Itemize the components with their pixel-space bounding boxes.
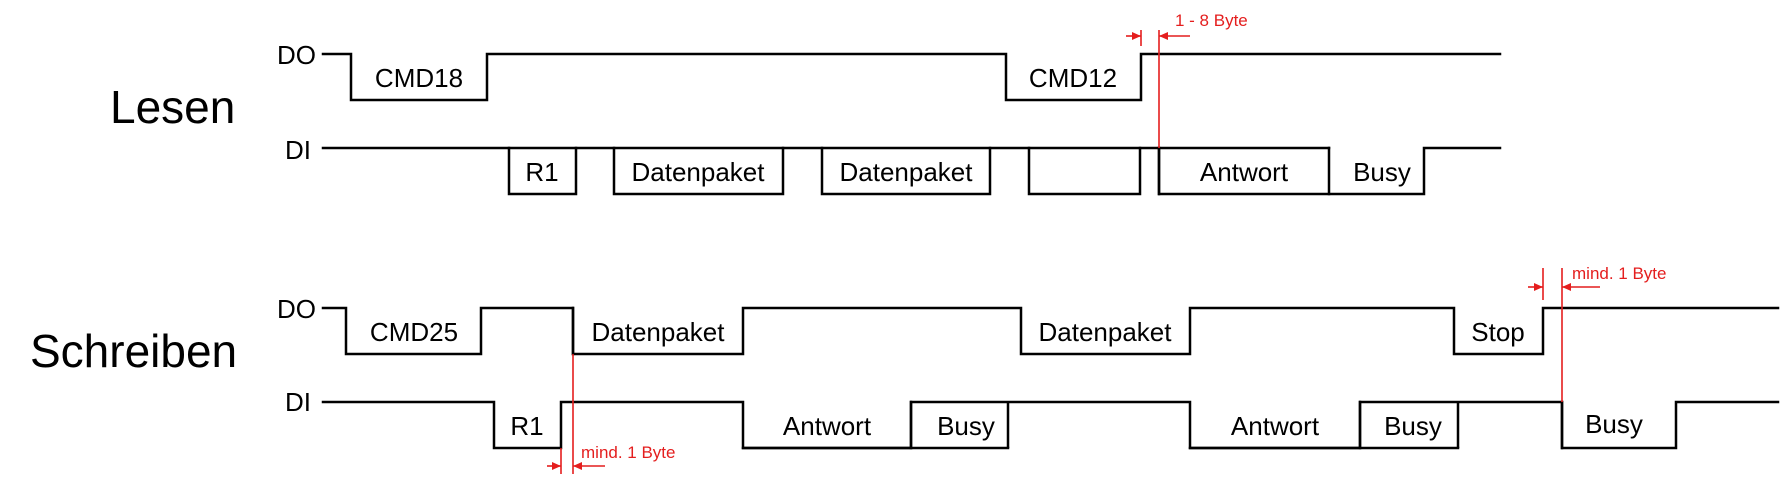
packet-cmd12: CMD12 <box>1029 63 1117 93</box>
packet-datenpaket-write-2: Datenpaket <box>1039 317 1173 347</box>
section-title-lesen: Lesen <box>110 81 235 133</box>
waveform-do-write <box>321 306 1780 356</box>
packet-datenpaket-read-2: Datenpaket <box>840 157 974 187</box>
arrow-head-min-byte-upper-right <box>1562 283 1571 291</box>
arrow-head-1-8-byte-left <box>1132 32 1141 40</box>
arrow-head-min-byte-lower-right <box>573 462 582 470</box>
packet-cmd25: CMD25 <box>370 317 458 347</box>
signal-label-di-read: DI <box>285 135 311 165</box>
packet-border-antwort-write-1 <box>741 400 913 450</box>
annotation-min-byte-lower: mind. 1 Byte <box>581 443 676 462</box>
packet-r1-read: R1 <box>525 157 558 187</box>
packet-datenpaket-read-1: Datenpaket <box>632 157 766 187</box>
packet-datenpaket-write-1: Datenpaket <box>592 317 726 347</box>
section-title-schreiben: Schreiben <box>30 325 237 377</box>
packet-busy-write-3: Busy <box>1585 409 1643 439</box>
signal-label-di-write: DI <box>285 387 311 417</box>
packet-busy-write-2: Busy <box>1384 411 1442 441</box>
arrow-head-min-byte-upper-left <box>1534 283 1543 291</box>
packet-antwort-write-1: Antwort <box>783 411 872 441</box>
packet-cmd18: CMD18 <box>375 63 463 93</box>
annotation-min-byte-upper: mind. 1 Byte <box>1572 264 1667 283</box>
packet-border-antwort-write-2 <box>1188 400 1362 450</box>
packet-stop: Stop <box>1471 317 1525 347</box>
packet-r1-write: R1 <box>510 411 543 441</box>
waveform-do-read <box>321 52 1502 102</box>
arrow-head-1-8-byte-right <box>1159 32 1168 40</box>
annotation-1-8-byte: 1 - 8 Byte <box>1175 11 1248 30</box>
signal-label-do-read: DO <box>277 40 316 70</box>
signal-label-do-write: DO <box>277 294 316 324</box>
packet-busy-write-1: Busy <box>937 411 995 441</box>
arrow-head-min-byte-lower-left <box>552 462 561 470</box>
packet-antwort-read: Antwort <box>1200 157 1289 187</box>
packet-busy-read: Busy <box>1353 157 1411 187</box>
packet-antwort-write-2: Antwort <box>1231 411 1320 441</box>
